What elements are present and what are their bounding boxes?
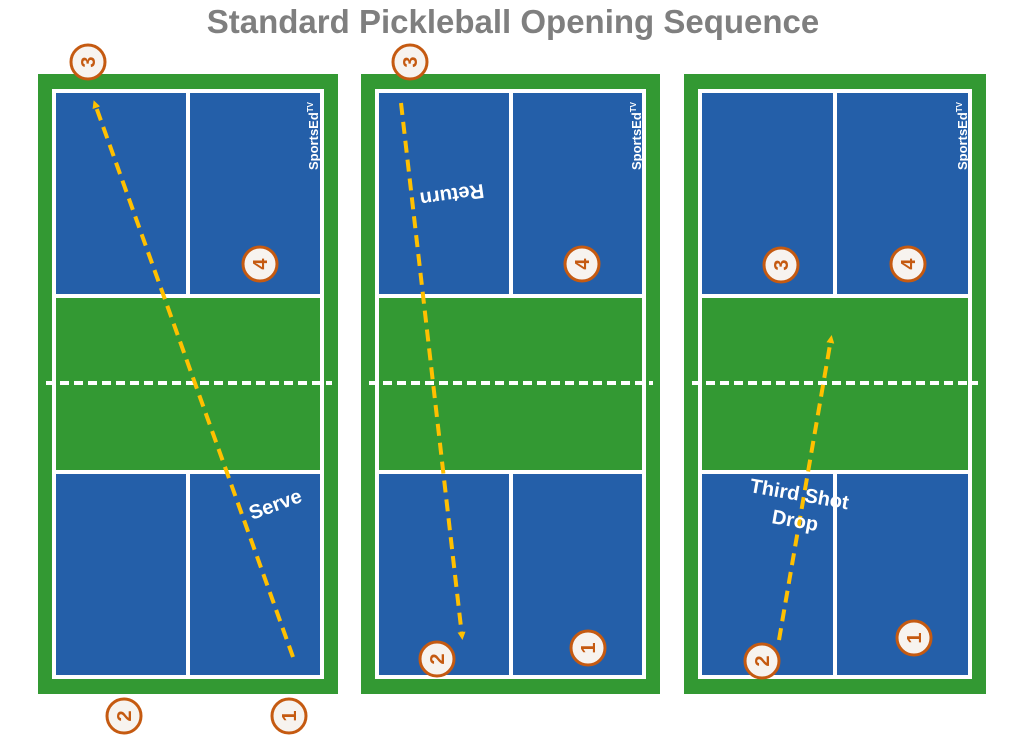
player-3-marker: 3 (69, 43, 107, 81)
serve-path-arrow (92, 100, 295, 658)
svg-text:1: 1 (578, 642, 600, 653)
return-path-arrow (399, 102, 466, 640)
sportsed-logo: SportsEdTV (306, 101, 321, 170)
svg-text:1: 1 (904, 632, 926, 643)
svg-text:2: 2 (427, 653, 449, 664)
svg-text:4: 4 (250, 258, 272, 270)
diagram-title: Standard Pickleball Opening Sequence (206, 3, 820, 40)
player-2-marker: 2 (743, 642, 781, 680)
player-4-marker: 4 (241, 245, 279, 283)
player-4-marker: 4 (563, 245, 601, 283)
svg-text:4: 4 (572, 258, 594, 270)
svg-text:2: 2 (114, 710, 136, 721)
svg-text:1: 1 (279, 710, 301, 721)
sportsed-logo: SportsEdTV (629, 101, 644, 170)
svg-text:2: 2 (752, 655, 774, 666)
third-shot-path-arrow (777, 335, 835, 641)
player-2-marker: 2 (418, 640, 456, 678)
court-serve: SportsEdTV Serve (38, 74, 338, 694)
svg-text:3: 3 (78, 56, 100, 67)
player-3-marker: 3 (762, 246, 800, 284)
court-return: SportsEdTV Return (361, 74, 660, 694)
player-1-marker: 1 (270, 697, 308, 735)
court-third-shot: SportsEdTV Third Shot Drop (684, 74, 986, 694)
player-3-marker: 3 (391, 43, 429, 81)
sportsed-logo: SportsEdTV (955, 101, 970, 170)
svg-text:3: 3 (400, 56, 422, 67)
player-2-marker: 2 (105, 697, 143, 735)
player-4-marker: 4 (889, 245, 927, 283)
player-markers: 3 4 2 1 3 4 2 1 3 4 2 1 (69, 43, 933, 735)
player-1-marker: 1 (895, 619, 933, 657)
svg-text:4: 4 (898, 258, 920, 270)
player-1-marker: 1 (569, 629, 607, 667)
svg-text:3: 3 (771, 259, 793, 270)
